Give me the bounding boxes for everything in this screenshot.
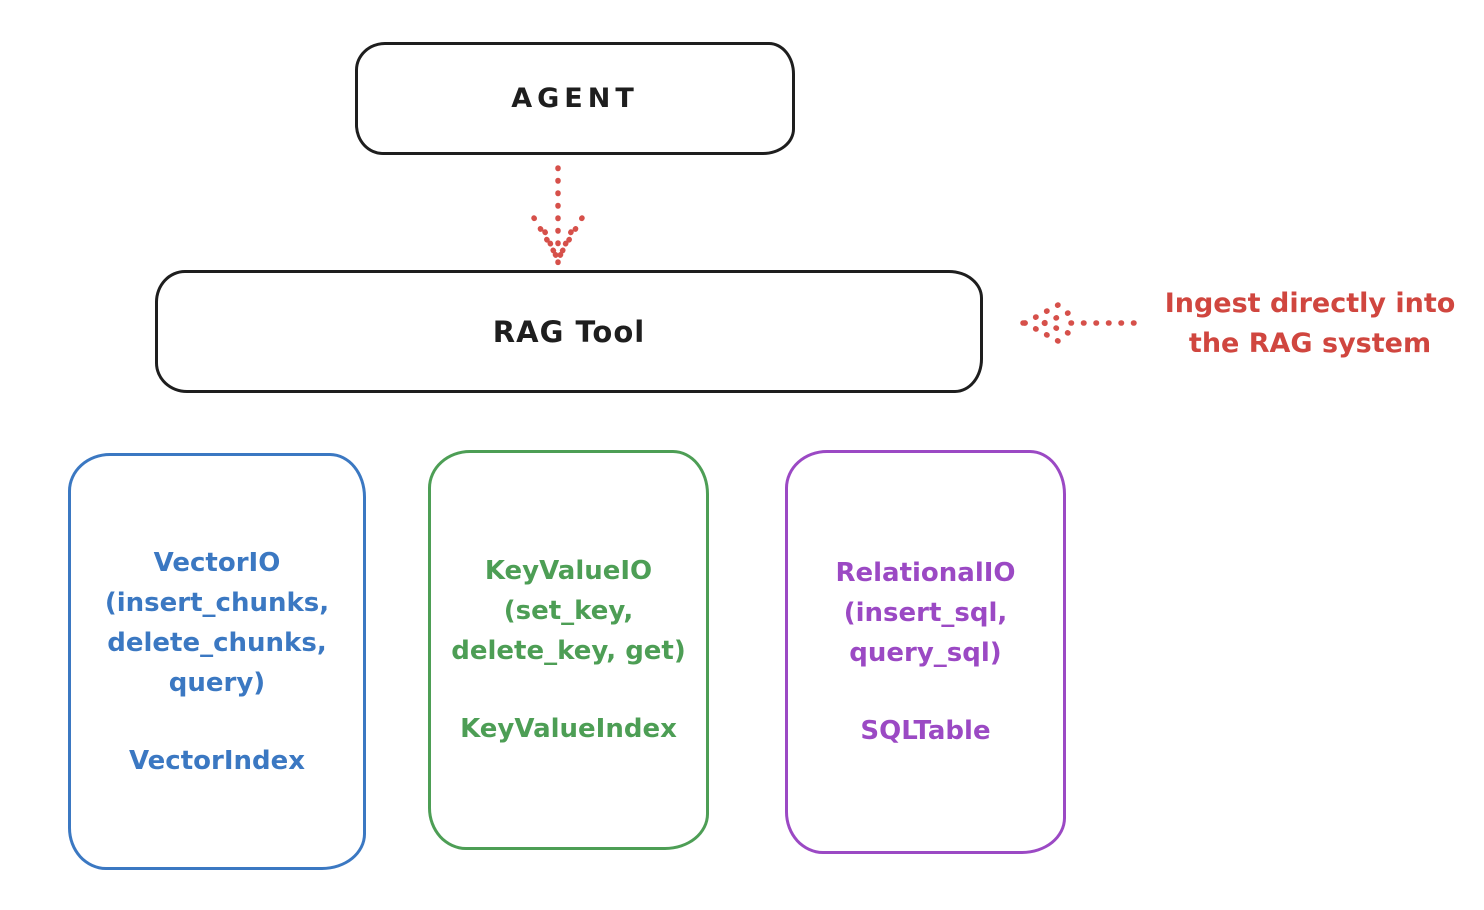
annotation-dotted-arrow-left-icon: [1020, 302, 1137, 344]
annotation-line-1: Ingest directly into: [1164, 288, 1456, 319]
sql-table-label: SQLTable: [860, 716, 991, 746]
agent-box: AGENT: [355, 42, 795, 155]
relational-io-methods-line-2: query_sql): [849, 638, 1002, 668]
annotation-line-2: the RAG system: [1188, 328, 1432, 359]
key-value-io-methods-line-2: delete_key, get): [451, 636, 686, 666]
vector-io-methods-line-2: delete_chunks,: [107, 627, 327, 658]
agent-to-rag-dotted-arrow-icon: [531, 165, 585, 266]
vector-io-methods-line-3: query): [168, 667, 266, 698]
vector-io-box: VectorIO (insert_chunks, delete_chunks, …: [68, 453, 366, 870]
vector-index-label: VectorIndex: [128, 745, 306, 776]
relational-io-title: RelationalIO: [835, 558, 1016, 588]
relational-io-methods-line-1: (insert_sql,: [843, 598, 1008, 628]
key-value-io-box: KeyValueIO (set_key, delete_key, get) Ke…: [428, 450, 709, 850]
relational-io-box: RelationalIO (insert_sql, query_sql) SQL…: [785, 450, 1066, 854]
vector-io-methods-line-1: (insert_chunks,: [104, 587, 330, 618]
rag-tool-box: RAG Tool: [155, 270, 983, 393]
key-value-index-label: KeyValueIndex: [460, 714, 677, 744]
agent-label: AGENT: [511, 83, 639, 114]
key-value-io-methods-line-1: (set_key,: [503, 596, 634, 626]
vector-io-title: VectorIO: [153, 547, 281, 578]
annotation-text: Ingest directly into the RAG system: [1140, 284, 1480, 364]
rag-tool-label: RAG Tool: [492, 314, 646, 349]
key-value-io-title: KeyValueIO: [484, 556, 653, 586]
